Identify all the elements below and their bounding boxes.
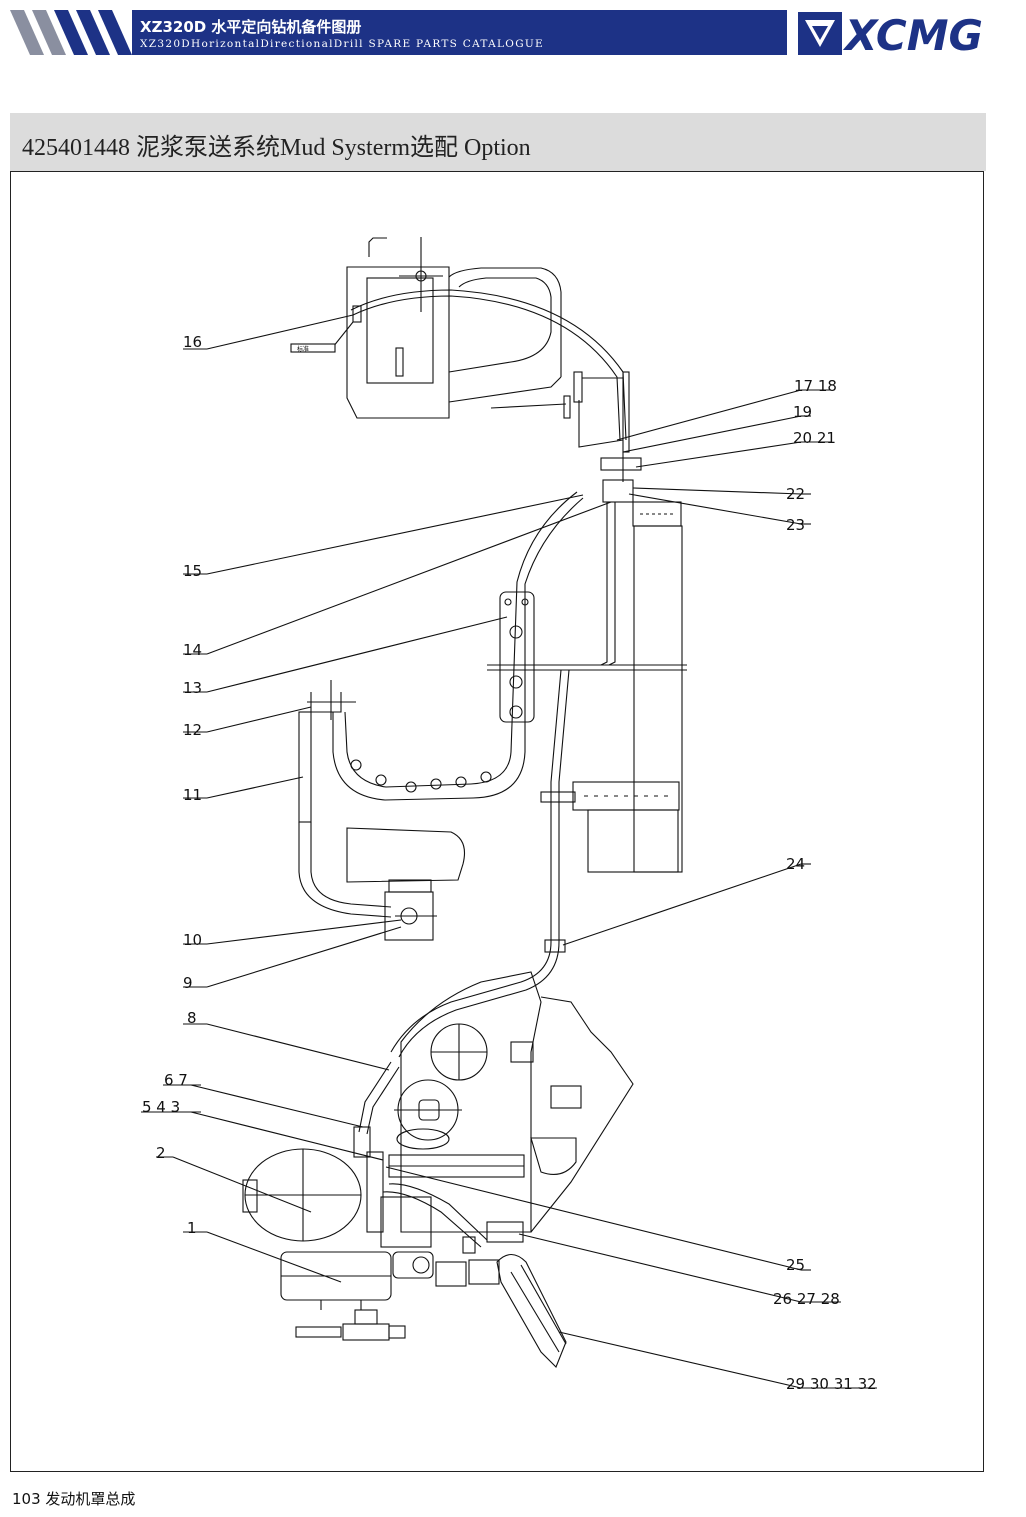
- section-title: 425401448 泥浆泵送系统Mud Systerm选配 Option: [22, 135, 531, 161]
- small-drawing-label: 标准: [297, 345, 309, 353]
- catalogue-subtitle: XZ320DHorizontalDirectionalDrill SPARE P…: [140, 38, 545, 50]
- xcmg-logo-icon: XCMG: [798, 11, 983, 56]
- callout-14: 14: [183, 641, 202, 659]
- header-band: XZ320D 水平定向钻机备件图册 XZ320DHorizontalDirect…: [132, 10, 787, 55]
- callout-20-21: 20 21: [793, 429, 836, 447]
- callout-17-18: 17 18: [794, 377, 837, 395]
- callout-5-4-3: 5 4 3: [142, 1098, 180, 1116]
- callout-19: 19: [793, 403, 812, 421]
- logo-text: XCMG: [842, 11, 983, 56]
- callout-15: 15: [183, 562, 202, 580]
- parts-drawing: 标准: [10, 171, 984, 1472]
- callout-9: 9: [183, 974, 193, 992]
- callout-13: 13: [183, 679, 202, 697]
- callout-10: 10: [183, 931, 202, 949]
- callout-16: 16: [183, 333, 202, 351]
- callout-1: 1: [187, 1219, 197, 1237]
- callout-8: 8: [187, 1009, 197, 1027]
- callout-26-27-28: 26 27 28: [773, 1290, 840, 1308]
- callout-29-32: 29 30 31 32: [786, 1375, 877, 1393]
- callout-22: 22: [786, 485, 805, 503]
- catalogue-title: XZ320D 水平定向钻机备件图册: [140, 18, 362, 36]
- callout-6-7: 6 7: [164, 1071, 188, 1089]
- callout-24: 24: [786, 855, 805, 873]
- callout-2: 2: [156, 1144, 166, 1162]
- callout-25: 25: [786, 1256, 805, 1274]
- callout-11: 11: [183, 786, 202, 804]
- callout-23: 23: [786, 516, 805, 534]
- callout-12: 12: [183, 721, 202, 739]
- section-bar: 425401448 泥浆泵送系统Mud Systerm选配 Option: [10, 113, 986, 171]
- mud-system-diagram: 标准: [141, 237, 877, 1393]
- page-footer: 103 发动机罩总成: [12, 1490, 136, 1508]
- header-stripes-icon: [10, 10, 132, 55]
